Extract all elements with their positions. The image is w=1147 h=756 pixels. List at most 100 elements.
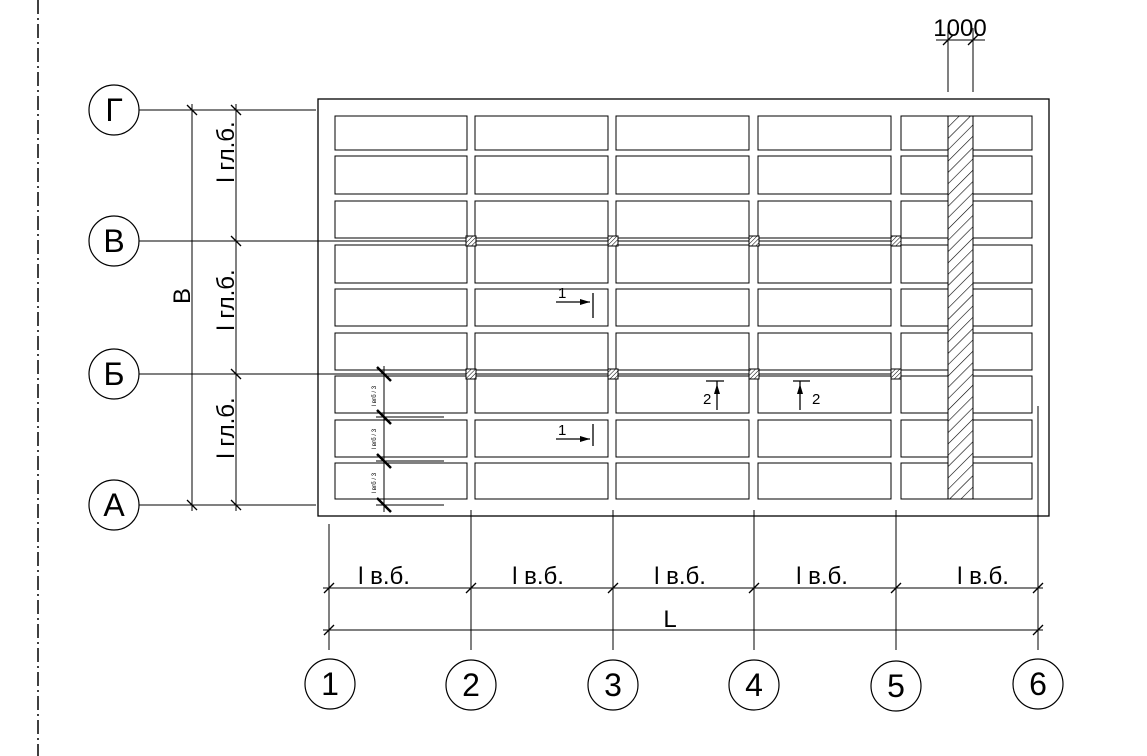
section-1-label: 1: [558, 285, 566, 302]
slab-panel: [334, 332, 468, 371]
strip-width-label: 1000: [933, 15, 986, 42]
axis-bubbles: А Б В Г 1 2 3 4 5 6: [88, 84, 1064, 712]
span-label-5: l в.б.: [957, 563, 1009, 590]
section-2-label: 2: [703, 391, 711, 408]
bay-label-text: l гл.б.: [213, 121, 240, 182]
slab-panel: [334, 375, 468, 414]
axis-bubble-column: 4: [728, 659, 780, 711]
section-marker-2-right: 2: [793, 380, 820, 410]
slab-panel: [757, 419, 892, 458]
axis-bubble-row: А: [88, 479, 140, 531]
axis-bubble-column: 3: [587, 659, 639, 711]
span-label-3: l в.б.: [654, 563, 706, 590]
small-beam-label-text: l вгб / 3: [372, 385, 378, 406]
slab-panel: [615, 155, 750, 195]
axis-bubble-label: 3: [604, 667, 622, 703]
slab-panel: [474, 155, 609, 195]
slab-panel: [474, 115, 609, 151]
slab-panel: [757, 462, 892, 500]
total-width-text: B: [169, 288, 196, 304]
slab-panel: [615, 332, 750, 371]
column: [465, 235, 477, 247]
slab-panel: [334, 155, 468, 195]
slab-panel: [334, 115, 468, 151]
slab-panel: [334, 419, 468, 458]
slab-panel: [474, 462, 609, 500]
slab-panel: [334, 288, 468, 327]
small-beam-label-text: l вгб / 3: [372, 428, 378, 449]
slab-panel: [474, 375, 609, 414]
slab-panel: [757, 115, 892, 151]
slab-panel: [615, 244, 750, 284]
hatched-strip: [947, 115, 974, 500]
small-beam-label-text: l вгб / 3: [372, 472, 378, 493]
axis-bubble-label: Г: [105, 92, 122, 128]
section-marker-1-top: 1: [556, 285, 594, 318]
axis-bubble-label: Б: [104, 356, 125, 392]
axis-bubble-column: 5: [870, 660, 922, 712]
span-label-2: l в.б.: [512, 563, 564, 590]
section-1-label: 1: [558, 422, 566, 439]
slab-panel: [334, 244, 468, 284]
span-label-1: l в.б.: [358, 563, 410, 590]
axis-bubble-row: Б: [88, 348, 140, 400]
vertical-dimensions: [186, 104, 316, 511]
slab-panel: [615, 200, 750, 239]
slab-panel: [615, 375, 750, 414]
slab-panel: [757, 155, 892, 195]
section-2-label: 2: [812, 391, 820, 408]
slab-panel: [474, 244, 609, 284]
axis-bubble-label: 4: [745, 667, 763, 703]
slab-panel: [474, 200, 609, 239]
slab-panel: [615, 419, 750, 458]
bay-label-2: l гл.б.: [213, 269, 240, 330]
slab-panel: [757, 288, 892, 327]
slab-panel: [334, 462, 468, 500]
slab-grid: [334, 115, 1033, 500]
small-beam-label-2: l вгб / 3: [372, 428, 378, 449]
total-width-label: B: [169, 288, 196, 304]
span-label-4: l в.б.: [796, 563, 848, 590]
bay-label-1: l гл.б.: [213, 121, 240, 182]
slab-panel: [474, 332, 609, 371]
axis-bubble-label: 2: [462, 667, 480, 703]
axis-bubble-label: 5: [887, 668, 905, 704]
column: [748, 235, 760, 247]
axis-bubble-column: 2: [445, 659, 497, 711]
section-marker-2-left: 2: [703, 380, 724, 410]
axis-bubble-label: 6: [1029, 666, 1047, 702]
section-marker-1-bottom: 1: [556, 422, 594, 446]
slab-panel: [615, 115, 750, 151]
slab-panel: [474, 288, 609, 327]
bay-label-text: l гл.б.: [213, 397, 240, 458]
axis-bubble-label: 1: [321, 666, 339, 702]
small-beam-label-3: l вгб / 3: [372, 472, 378, 493]
column: [748, 368, 760, 380]
slab-panel: [757, 244, 892, 284]
bay-label-text: l гл.б.: [213, 269, 240, 330]
building-outline: [317, 98, 1050, 517]
axis-bubble-label: А: [103, 487, 125, 523]
axis-bubble-label: В: [103, 223, 124, 259]
slab-panel: [757, 332, 892, 371]
column: [607, 368, 619, 380]
small-beam-label-1: l вгб / 3: [372, 385, 378, 406]
column: [890, 368, 902, 380]
column: [890, 235, 902, 247]
slab-panel: [757, 375, 892, 414]
column: [607, 235, 619, 247]
slab-panel: [615, 288, 750, 327]
strip-dimension: [936, 28, 985, 92]
slab-panel: [334, 200, 468, 239]
secondary-beam-dimension: [376, 366, 444, 513]
column: [465, 368, 477, 380]
axis-bubble-column: 6: [1012, 658, 1064, 710]
slab-panel: [615, 462, 750, 500]
total-length-label: L: [663, 606, 676, 633]
columns: [465, 235, 902, 380]
axis-bubble-row: Г: [88, 84, 140, 136]
bay-label-3: l гл.б.: [213, 397, 240, 458]
horizontal-dimensions: [323, 406, 1044, 650]
slab-panel: [757, 200, 892, 239]
axis-bubble-row: В: [88, 215, 140, 267]
